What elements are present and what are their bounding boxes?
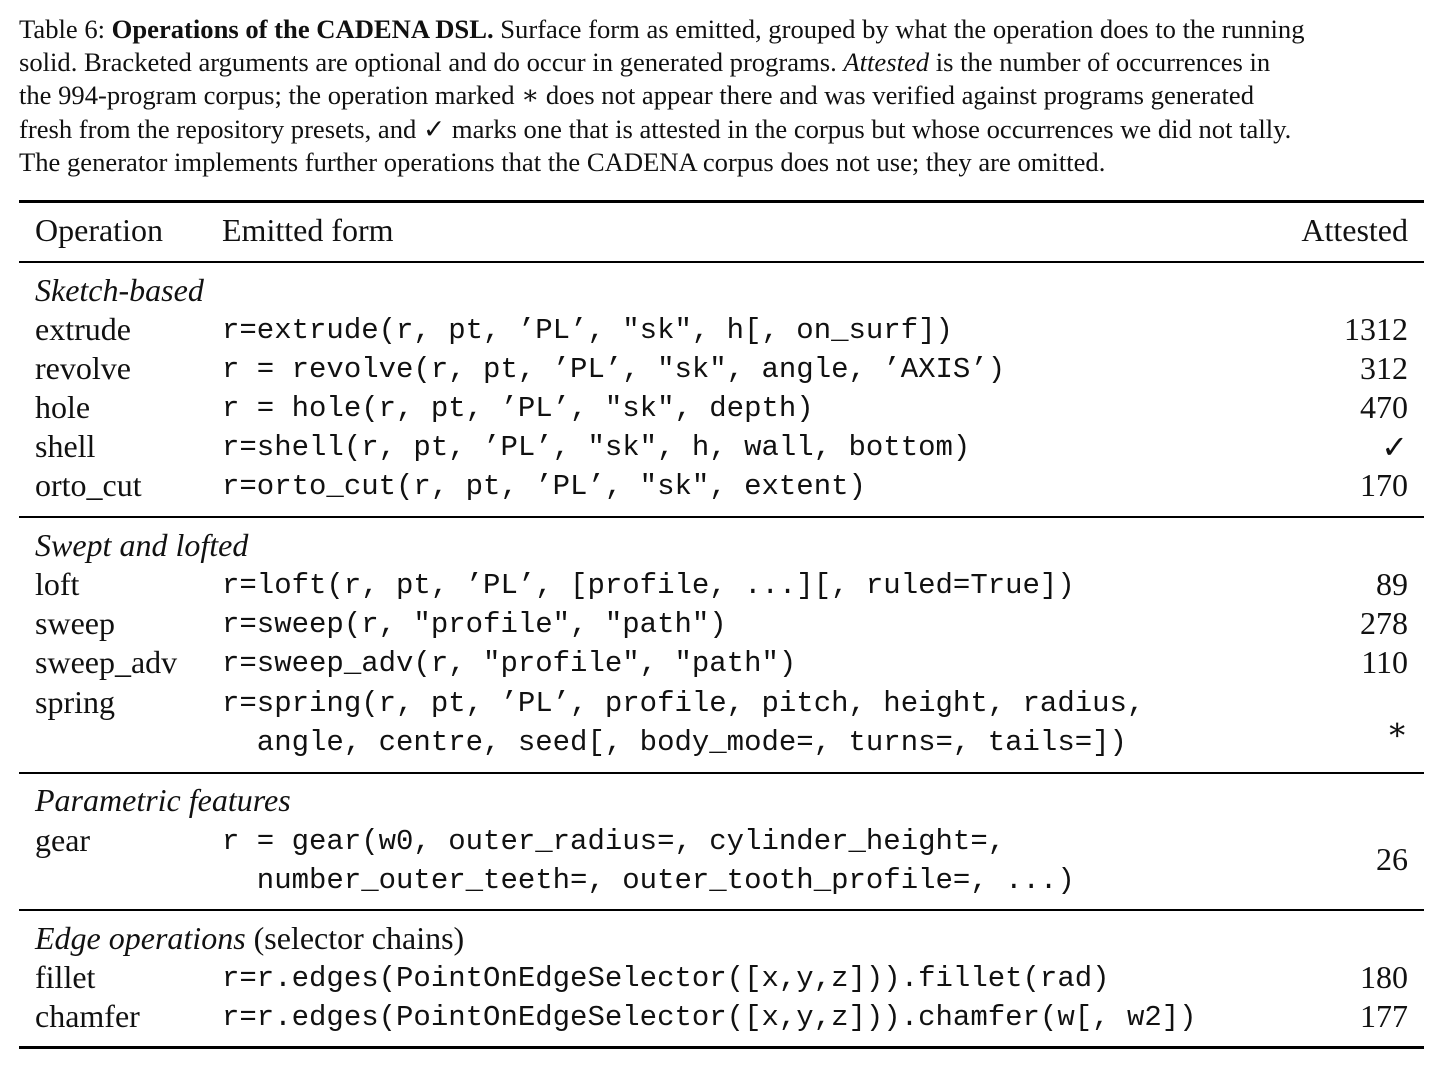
caption-attested-term: Attested: [843, 47, 930, 78]
emitted-form: r=extrude(r, pt, ’PL’, "sk", h[, on_surf…: [222, 314, 953, 347]
operation-name: sweep_adv: [35, 644, 178, 680]
section-title: Swept and lofted: [35, 527, 249, 563]
caption-title: Operations of the CADENA DSL.: [111, 14, 494, 44]
caption-line-3: the 994-program corpus; the operation ma…: [19, 80, 1255, 111]
operation-name: spring: [35, 684, 115, 720]
header-attested: Attested: [1301, 212, 1408, 248]
section-title: Parametric features: [35, 782, 291, 818]
emitted-form: r=loft(r, pt, ’PL’, [profile, ...][, rul…: [222, 569, 1075, 602]
section-rule: [19, 772, 1424, 774]
header-rule: [19, 261, 1424, 263]
table-caption: Table 6: Operations of the CADENA DSL. S…: [19, 13, 1425, 179]
caption-line-2-rest: is the number of occurrences in: [929, 47, 1271, 78]
emitted-form-continued: angle, centre, seed[, body_mode=, turns=…: [222, 726, 1127, 759]
attested-count: 110: [1361, 644, 1408, 680]
operation-name: fillet: [35, 959, 96, 995]
operation-name: loft: [35, 566, 80, 602]
operation-name: chamfer: [35, 998, 140, 1034]
attested-count: 170: [1360, 467, 1408, 503]
header-emitted-form: Emitted form: [222, 212, 394, 248]
emitted-form: r=spring(r, pt, ’PL’, profile, pitch, he…: [222, 687, 1145, 720]
operation-name: gear: [35, 822, 91, 858]
section-title: Sketch-based: [35, 272, 204, 308]
caption-label: Table 6:: [19, 14, 112, 44]
attested-count: 26: [1376, 841, 1408, 877]
emitted-form: r=shell(r, pt, ’PL’, "sk", h, wall, bott…: [222, 431, 971, 464]
operation-name: sweep: [35, 605, 115, 641]
operation-name: extrude: [35, 311, 131, 347]
attested-check-mark: ✓: [1381, 429, 1408, 465]
emitted-form: r = hole(r, pt, ’PL’, "sk", depth): [222, 392, 814, 425]
attested-count: 312: [1360, 350, 1408, 386]
header-operation: Operation: [35, 212, 163, 248]
top-rule: [19, 200, 1424, 203]
emitted-form: r=r.edges(PointOnEdgeSelector([x,y,z])).…: [222, 962, 1110, 995]
section-rule: [19, 909, 1424, 911]
caption-line-4: fresh from the repository presets, and ✓…: [19, 113, 1292, 144]
operation-name: orto_cut: [35, 467, 142, 503]
attested-count: 177: [1360, 998, 1408, 1034]
operation-name: hole: [35, 389, 91, 425]
attested-asterisk: ∗: [1386, 711, 1408, 747]
caption-line-5: The generator implements further operati…: [19, 146, 1106, 177]
attested-count: 1312: [1344, 311, 1408, 347]
section-title: Edge operations (selector chains): [35, 920, 465, 956]
operation-name: revolve: [35, 350, 131, 386]
emitted-form: r=r.edges(PointOnEdgeSelector([x,y,z])).…: [222, 1001, 1197, 1034]
attested-count: 470: [1360, 389, 1408, 425]
bottom-rule: [19, 1046, 1424, 1049]
emitted-form: r=sweep_adv(r, "profile", "path"): [222, 647, 797, 680]
caption-line-1: Surface form as emitted, grouped by what…: [493, 14, 1305, 44]
emitted-form: r=sweep(r, "profile", "path"): [222, 608, 727, 641]
emitted-form-continued: number_outer_teeth=, outer_tooth_profile…: [222, 864, 1075, 897]
caption-line-2: solid. Bracketed arguments are optional …: [19, 47, 844, 78]
section-rule: [19, 516, 1424, 518]
attested-count: 89: [1376, 566, 1408, 602]
emitted-form: r = gear(w0, outer_radius=, cylinder_hei…: [222, 825, 1006, 858]
attested-count: 180: [1360, 959, 1408, 995]
emitted-form: r = revolve(r, pt, ’PL’, "sk", angle, ’A…: [222, 353, 1006, 386]
emitted-form: r=orto_cut(r, pt, ’PL’, "sk", extent): [222, 470, 866, 503]
attested-count: 278: [1360, 605, 1408, 641]
operation-name: shell: [35, 428, 96, 464]
